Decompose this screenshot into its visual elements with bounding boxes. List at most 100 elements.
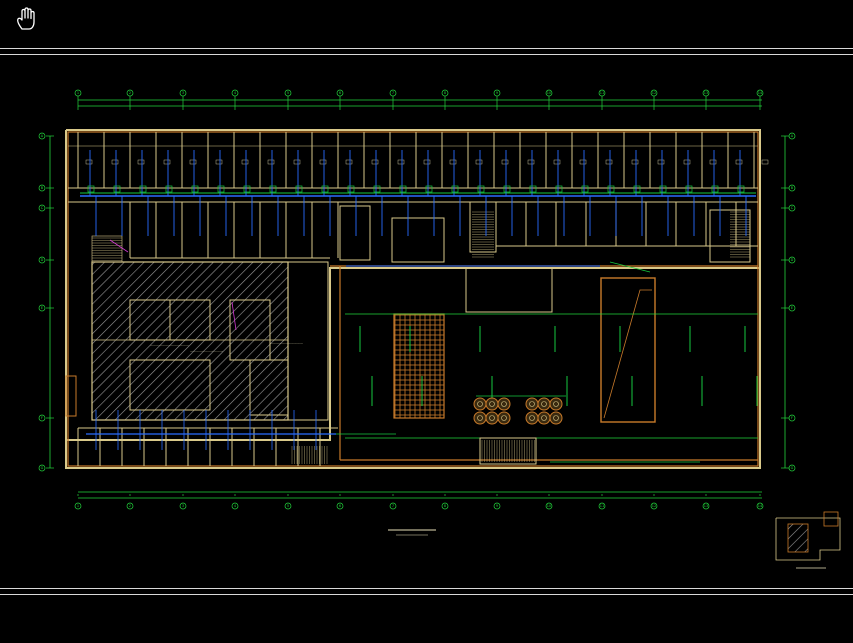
- axis-bubble: [179, 502, 187, 510]
- axis-bubble: [126, 89, 134, 97]
- axis-label: 8: [444, 504, 446, 508]
- top-dimension-chain: [78, 99, 762, 107]
- axis-bubble: [179, 89, 187, 97]
- axis-label: 13: [704, 91, 708, 95]
- room-tag: [631, 159, 639, 165]
- room-tag: [657, 159, 665, 165]
- round-table-group: [473, 395, 566, 425]
- axis-bubble: [788, 132, 796, 140]
- axis-label: 9: [496, 504, 498, 508]
- axis-label: G: [41, 466, 44, 470]
- round-table: [537, 411, 551, 425]
- round-table-top: [489, 401, 495, 407]
- room-tag: [553, 159, 561, 165]
- axis-label: 11: [600, 504, 604, 508]
- room-tag: [319, 159, 327, 165]
- axis-label: A: [41, 134, 44, 138]
- axis-bubble: [38, 414, 46, 422]
- hvac-duct-network: [80, 150, 756, 463]
- axis-bubble: [231, 502, 239, 510]
- round-table: [497, 411, 511, 425]
- axis-bubble: [788, 414, 796, 422]
- axis-bubble: [545, 502, 553, 510]
- round-table: [497, 397, 511, 411]
- axis-bubble: [756, 502, 764, 510]
- hall-columns: [359, 326, 758, 406]
- diffuser: [685, 185, 693, 193]
- room-tag: [761, 159, 769, 165]
- diffuser: [737, 185, 745, 193]
- round-table: [473, 411, 487, 425]
- round-table-top: [541, 401, 547, 407]
- axis-bubble: [650, 502, 658, 510]
- axis-bubble: [231, 89, 239, 97]
- round-table-top: [553, 415, 559, 421]
- axis-label: 5: [287, 504, 289, 508]
- axis-label: C: [791, 206, 794, 210]
- diffuser: [87, 185, 95, 193]
- axis-label: 14: [758, 504, 763, 508]
- axis-label: 1: [77, 91, 79, 95]
- axis-label: G: [791, 466, 794, 470]
- axis-label: 8: [444, 91, 446, 95]
- frame-line-top-outer: [0, 48, 853, 49]
- axis-bubble: [788, 464, 796, 472]
- room-tag: [111, 159, 119, 165]
- axis-label: 4: [234, 504, 237, 508]
- diffuser: [711, 185, 719, 193]
- axis-bubble: [74, 502, 82, 510]
- pan-hand-icon[interactable]: [14, 6, 40, 32]
- diffuser: [139, 185, 147, 193]
- round-table: [525, 411, 539, 425]
- axis-label: 5: [287, 91, 289, 95]
- axis-bubble: [702, 502, 710, 510]
- diffuser: [165, 185, 173, 193]
- room-tag: [579, 159, 587, 165]
- round-table-top: [489, 415, 495, 421]
- room-tag: [735, 159, 743, 165]
- room-tag: [527, 159, 535, 165]
- viewer-toolbar: [0, 0, 853, 44]
- axis-bubble: [788, 184, 796, 192]
- axis-bubble: [756, 89, 764, 97]
- diffuser: [607, 185, 615, 193]
- svg-text:———————————: ———————————: [190, 349, 223, 353]
- axis-bubble: [38, 184, 46, 192]
- axis-bubble: [788, 204, 796, 212]
- round-table-top: [477, 401, 483, 407]
- room-tag: [215, 159, 223, 165]
- diffuser: [113, 185, 121, 193]
- axis-label: E: [791, 306, 793, 310]
- magenta-duct: [231, 301, 237, 331]
- room-tag: [267, 159, 275, 165]
- diffuser: [659, 185, 667, 193]
- axis-label: 13: [704, 504, 708, 508]
- diffuser: [191, 185, 199, 193]
- axis-label: 10: [547, 504, 551, 508]
- axis-label: 6: [339, 91, 341, 95]
- room-tag: [605, 159, 613, 165]
- axis-label: F: [791, 416, 793, 420]
- diffuser: [477, 185, 485, 193]
- diffuser: [633, 185, 641, 193]
- round-table-top: [477, 415, 483, 421]
- round-table-top: [501, 401, 507, 407]
- diffuser: [373, 185, 381, 193]
- round-table-top: [553, 401, 559, 407]
- axis-label: F: [41, 416, 43, 420]
- axis-bubble: [598, 502, 606, 510]
- axis-label: 9: [496, 91, 498, 95]
- key-plan-inset: [775, 511, 841, 569]
- axis-label: 6: [339, 504, 341, 508]
- room-tag: [475, 159, 483, 165]
- diffuser: [217, 185, 225, 193]
- diffuser: [243, 185, 251, 193]
- axis-bubble: [126, 502, 134, 510]
- round-table: [485, 397, 499, 411]
- round-table: [537, 397, 551, 411]
- round-table-top: [529, 415, 535, 421]
- axis-label: 11: [600, 91, 604, 95]
- diffuser: [555, 185, 563, 193]
